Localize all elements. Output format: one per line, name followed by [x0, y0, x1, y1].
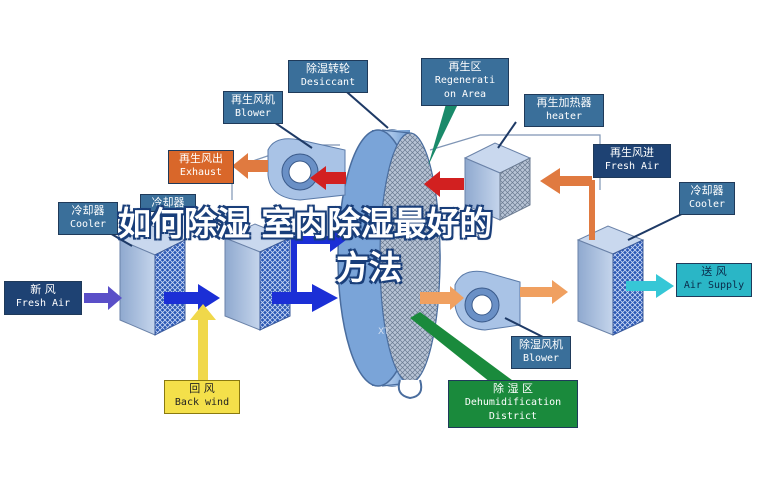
regen-to-wheel-arrow [424, 171, 464, 197]
back-wind-arrow [190, 304, 216, 382]
label-cooler-right: 冷却器 Cooler [679, 182, 735, 215]
label-regen-exhaust: 再生风出 Exhaust [168, 150, 234, 184]
wheel-to-blower-arrow [310, 166, 346, 190]
air-supply-arrow [626, 274, 674, 298]
watermark: XT [378, 327, 390, 337]
fresh-air-arrow [84, 286, 122, 310]
dehum-district-pointer [410, 312, 520, 390]
label-cooler-left: 冷却器 Cooler [58, 202, 118, 235]
label-regen-fresh-air: 再生风进 Fresh Air [593, 144, 671, 178]
cooler-mid-unit [223, 223, 292, 331]
dehum-blower-unit [454, 270, 521, 331]
label-fresh-air: 新 风 Fresh Air [4, 281, 82, 315]
label-regen-heater: 再生加热器 heater [524, 94, 604, 127]
wheel-drive-ring [397, 379, 423, 400]
title-line-1: 如何除湿 室内除湿最好的 [118, 204, 493, 243]
label-air-supply: 送 风 Air Supply [676, 263, 752, 297]
label-regen-area: 再生区 Regenerati on Area [421, 58, 509, 106]
dehum-out-arrow [420, 286, 464, 310]
label-dehum-blower: 除湿风机 Blower [511, 336, 571, 369]
regen-area-pointer [428, 104, 458, 166]
cooler-left-unit [118, 224, 187, 336]
label-desiccant: 除湿转轮 Desiccant [288, 60, 368, 93]
exhaust-arrow [232, 153, 268, 179]
label-cooler-mid: 冷却器 [140, 194, 196, 212]
to-wheel-arrow [272, 284, 338, 312]
regen-heater-unit [463, 142, 532, 221]
label-back-wind: 回 风 Back wind [164, 380, 240, 414]
title-line-2: 方法 [336, 248, 402, 287]
desiccant-wheel [337, 129, 441, 387]
label-regen-blower: 再生风机 Blower [223, 91, 283, 124]
regen-blower-unit [267, 138, 346, 201]
article-title-overlay: 如何除湿 室内除湿最好的 方法 [118, 202, 638, 290]
cooler-to-cooler-arrow [164, 284, 220, 312]
airflow-arrows [84, 153, 674, 382]
label-dehum-district: 除 湿 区 Dehumidification District [448, 380, 578, 428]
